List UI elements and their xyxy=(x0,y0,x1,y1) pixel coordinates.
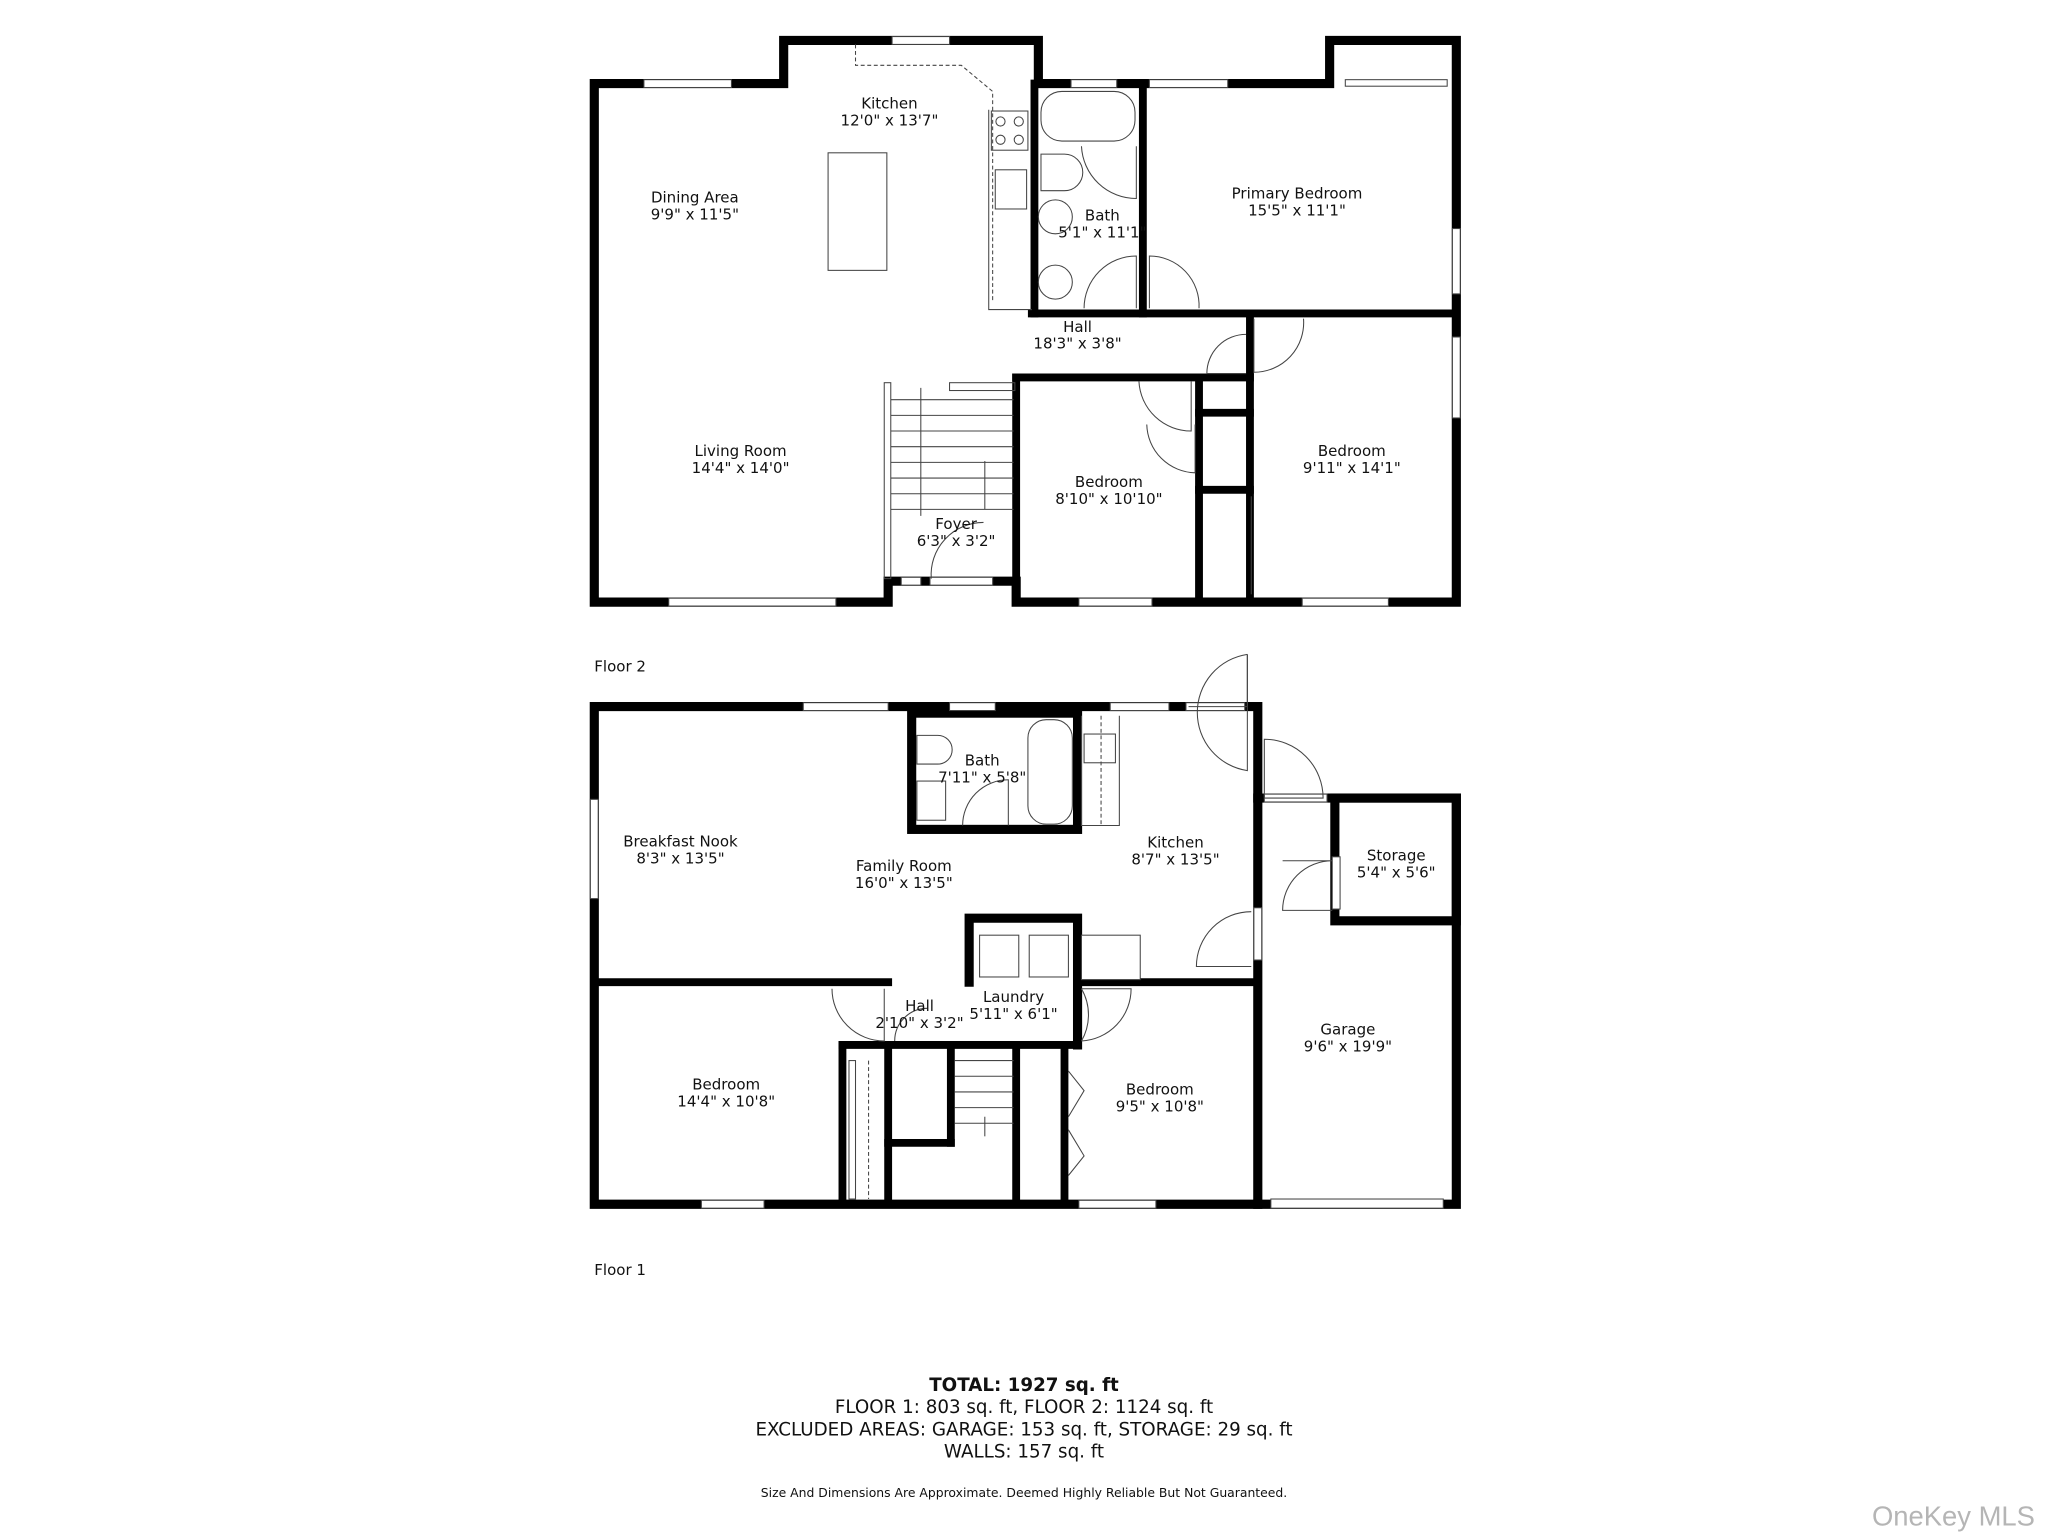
floor-2-label: Floor 2 xyxy=(594,657,646,675)
room-dimensions: 15'5" x 11'1" xyxy=(1248,202,1346,220)
room-dimensions: 9'9" x 11'5" xyxy=(651,205,739,223)
room-dimensions: 14'4" x 14'0" xyxy=(692,459,790,477)
floor-2-windows xyxy=(643,36,1461,607)
room-name: Garage xyxy=(1320,1020,1375,1038)
dryer-icon xyxy=(1028,934,1069,978)
floor-1-interior-walls xyxy=(590,913,1262,1209)
toilet-icon xyxy=(916,734,953,765)
room-dimensions: 5'11" x 6'1" xyxy=(969,1005,1057,1023)
excluded-areas: EXCLUDED AREAS: GARAGE: 153 sq. ft, STOR… xyxy=(755,1419,1292,1440)
floor-1-plan xyxy=(589,653,1461,1209)
room-dimensions: 9'11" x 14'1" xyxy=(1303,459,1401,477)
room-name: Living Room xyxy=(694,442,786,460)
sink-icon xyxy=(994,169,1028,210)
room-name: Laundry xyxy=(983,988,1044,1006)
room-name: Kitchen xyxy=(1147,834,1203,852)
room-dimensions: 5'4" x 5'6" xyxy=(1357,864,1436,882)
bathtub-icon xyxy=(1027,719,1073,825)
room-name: Bedroom xyxy=(692,1075,760,1093)
floor-2-fixtures xyxy=(827,44,1305,595)
bathtub-icon xyxy=(1040,90,1136,142)
kitchen-island xyxy=(827,152,888,271)
bath-walls xyxy=(907,708,1083,834)
room-dimensions: 9'6" x 19'9" xyxy=(1304,1037,1392,1055)
room-dimensions: 16'0" x 13'5" xyxy=(855,874,953,892)
room-name: Storage xyxy=(1367,847,1426,865)
room-dimensions: 9'5" x 10'8" xyxy=(1116,1098,1204,1116)
room-name: Kitchen xyxy=(861,94,917,112)
floor-areas: FLOOR 1: 803 sq. ft, FLOOR 2: 1124 sq. f… xyxy=(835,1397,1213,1418)
room-dimensions: 2'10" x 3'2" xyxy=(875,1014,963,1032)
room-name: Hall xyxy=(1063,318,1092,336)
floor-1-stairs xyxy=(954,1060,1014,1137)
room-name: Bath xyxy=(965,751,1000,769)
room-name: Primary Bedroom xyxy=(1232,185,1363,203)
room-name: Foyer xyxy=(935,515,977,533)
room-dimensions: 7'11" x 5'8" xyxy=(938,768,1026,786)
room-name: Bedroom xyxy=(1075,473,1143,491)
room-dimensions: 14'4" x 10'8" xyxy=(677,1092,775,1110)
room-dimensions: 18'3" x 3'8" xyxy=(1033,335,1121,353)
stove-icon xyxy=(990,110,1029,151)
floor-1-fixtures xyxy=(831,653,1333,1200)
washer-icon xyxy=(979,934,1020,978)
room-dimensions: 5'1" x 11'1" xyxy=(1058,224,1146,242)
sink-icon xyxy=(1037,264,1073,300)
room-name: Bedroom xyxy=(1126,1081,1194,1099)
floor-2-interior-walls xyxy=(1012,79,1461,607)
toilet-icon xyxy=(1040,153,1084,192)
floor-1-label: Floor 1 xyxy=(594,1261,646,1279)
room-name: Bath xyxy=(1085,207,1120,225)
room-name: Family Room xyxy=(856,857,952,875)
onekey-mls-watermark: OneKey MLS xyxy=(1872,1501,2035,1532)
floor-2-plan xyxy=(589,35,1461,607)
room-name: Dining Area xyxy=(651,188,739,206)
room-name: Breakfast Nook xyxy=(623,832,738,850)
floor-2-outer-walls xyxy=(589,35,1461,607)
area-summary: TOTAL: 1927 sq. ft FLOOR 1: 803 sq. ft, … xyxy=(755,1375,1292,1500)
disclaimer: Size And Dimensions Are Approximate. Dee… xyxy=(761,1485,1287,1500)
room-dimensions: 8'3" x 13'5" xyxy=(636,849,724,867)
room-dimensions: 8'7" x 13'5" xyxy=(1131,851,1219,869)
room-dimensions: 6'3" x 3'2" xyxy=(917,532,996,550)
room-dimensions: 12'0" x 13'7" xyxy=(841,111,939,129)
floor-2-stairs xyxy=(883,382,1016,580)
garage-walls xyxy=(1253,793,1461,1209)
room-dimensions: 8'10" x 10'10" xyxy=(1055,490,1162,508)
sink-icon xyxy=(1083,733,1116,764)
sink-icon xyxy=(916,780,947,821)
sink-icon xyxy=(1037,199,1073,235)
walls-area: WALLS: 157 sq. ft xyxy=(944,1442,1104,1463)
total-area: TOTAL: 1927 sq. ft xyxy=(929,1375,1119,1396)
room-name: Bedroom xyxy=(1318,442,1386,460)
room-name: Hall xyxy=(905,997,934,1015)
